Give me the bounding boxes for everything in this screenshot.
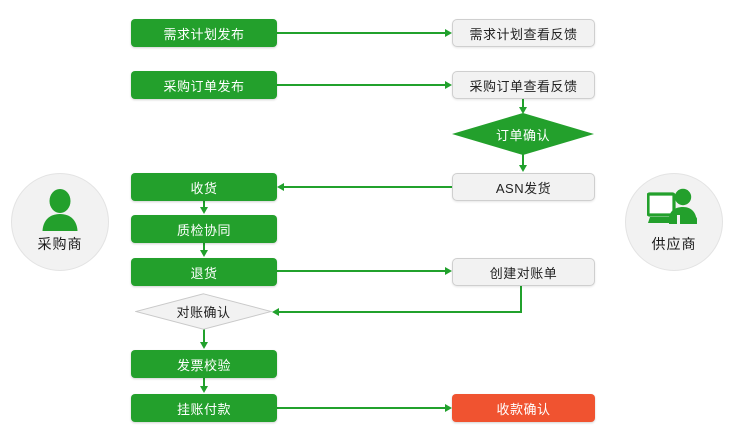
reconciliation-confirm-diamond-shape <box>135 293 272 330</box>
edge-n10-n11-arrowhead <box>272 308 279 316</box>
node-quality-inspection-collab[interactable]: 质检协同 <box>131 215 277 243</box>
node-payment-receipt-confirm[interactable]: 收款确认 <box>452 394 595 422</box>
actor-supplier-label: 供应商 <box>651 236 697 252</box>
edge-n6-n7-arrowhead <box>277 183 284 191</box>
node-order-confirm[interactable]: 订单确认 <box>452 113 594 155</box>
node-accrual-payment[interactable]: 挂账付款 <box>131 394 277 422</box>
edge-n5-n6-line <box>522 153 524 166</box>
edge-n12-n13-line <box>203 377 205 388</box>
edge-n4-n5-arrowhead <box>519 107 527 114</box>
node-create-reconciliation-statement[interactable]: 创建对账单 <box>452 258 595 286</box>
node-asn-shipment[interactable]: ASN发货 <box>452 173 595 201</box>
node-reconciliation-confirm-label: 对账确认 <box>176 305 231 320</box>
edge-n6-n7-line <box>284 186 452 188</box>
node-return-goods[interactable]: 退货 <box>131 258 277 286</box>
edge-n13-n14-arrowhead <box>445 404 452 412</box>
node-purchase-order-view-feedback[interactable]: 采购订单查看反馈 <box>452 71 595 99</box>
edge-n8-n9-line <box>203 243 205 252</box>
node-receive-goods[interactable]: 收货 <box>131 173 277 201</box>
edge-n1-n2-line <box>277 32 445 34</box>
edge-n11-n12-arrowhead <box>200 342 208 349</box>
edge-n3-n4-arrowhead <box>445 81 452 89</box>
actor-buyer-label: 采购商 <box>37 236 83 252</box>
edge-n10-n11-hline <box>279 311 522 313</box>
edge-n8-n9-arrowhead <box>200 250 208 257</box>
edge-n9-n10-arrowhead <box>445 267 452 275</box>
edge-n10-n11-vline <box>520 285 522 313</box>
edge-n7-n8-arrowhead <box>200 207 208 214</box>
edge-n12-n13-arrowhead <box>200 386 208 393</box>
node-purchase-order-publish[interactable]: 采购订单发布 <box>131 71 277 99</box>
edge-n4-n5-line <box>522 99 524 109</box>
person-icon <box>40 188 80 232</box>
node-invoice-verification[interactable]: 发票校验 <box>131 350 277 378</box>
edge-n3-n4-line <box>277 84 445 86</box>
node-order-confirm-label: 订单确认 <box>495 127 550 143</box>
node-demand-plan-view-feedback[interactable]: 需求计划查看反馈 <box>452 19 595 47</box>
actor-buyer[interactable]: 采购商 <box>11 173 109 271</box>
order-confirm-diamond-shape <box>452 113 594 155</box>
edge-n9-n10-line <box>277 270 445 272</box>
node-demand-plan-publish[interactable]: 需求计划发布 <box>131 19 277 47</box>
edge-n7-n8-line <box>203 200 205 209</box>
edge-n5-n6-arrowhead <box>519 165 527 172</box>
person-computer-icon <box>647 188 701 232</box>
edge-n13-n14-line <box>277 407 445 409</box>
edge-n1-n2-arrowhead <box>445 29 452 37</box>
edge-n11-n12-line <box>203 329 205 343</box>
node-reconciliation-confirm[interactable]: 对账确认 <box>135 293 272 330</box>
actor-supplier[interactable]: 供应商 <box>625 173 723 271</box>
